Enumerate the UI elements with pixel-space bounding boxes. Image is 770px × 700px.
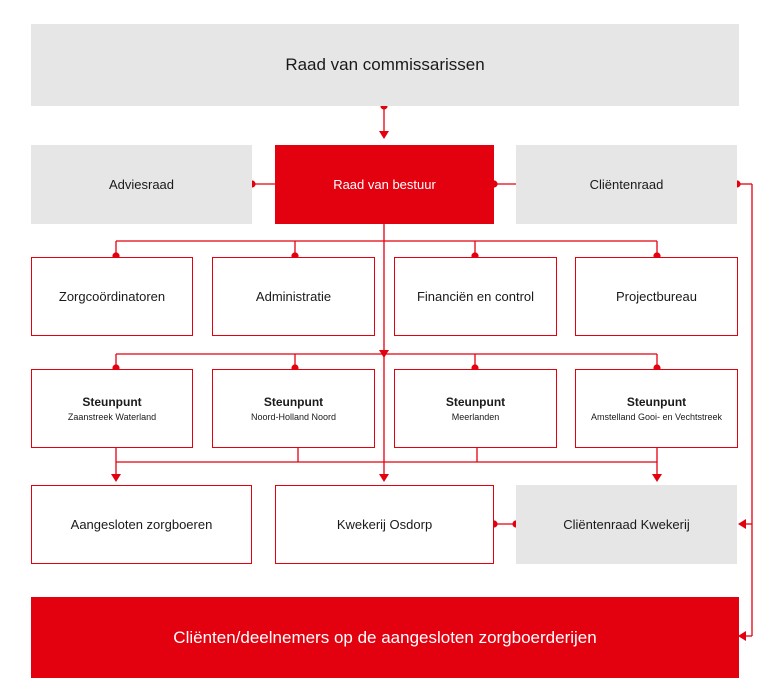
steunpunt-title: Steunpunt xyxy=(445,395,506,409)
box-clientenraad: Cliëntenraad xyxy=(516,145,737,224)
adviesraad-label: Adviesraad xyxy=(108,177,175,192)
steunpunt-title: Steunpunt xyxy=(263,395,324,409)
box-financien-en-control: Financiën en control xyxy=(394,257,557,336)
steunpunt-title: Steunpunt xyxy=(626,395,687,409)
raad-van-bestuur-label: Raad van bestuur xyxy=(333,177,436,192)
box-clienten-deelnemers: Cliënten/deelnemers op de aangesloten zo… xyxy=(31,597,739,678)
box-kwekerij-osdorp: Kwekerij Osdorp xyxy=(275,485,494,564)
steunpunt-subtitle: Noord-Holland Noord xyxy=(250,412,337,422)
projectbureau-label: Projectbureau xyxy=(616,289,697,304)
box-raad-van-commissarissen: Raad van commissarissen xyxy=(31,24,739,106)
box-steunpunt-amstelland: Steunpunt Amstelland Gooi- en Vechtstree… xyxy=(575,369,738,448)
aangesloten-zorgboeren-label: Aangesloten zorgboeren xyxy=(70,517,213,532)
clientenraad-kwekerij-label: Cliëntenraad Kwekerij xyxy=(563,517,690,532)
kwekerij-osdorp-label: Kwekerij Osdorp xyxy=(336,517,433,532)
financien-label: Financiën en control xyxy=(416,289,535,304)
steunpunt-subtitle: Meerlanden xyxy=(451,412,500,422)
administratie-label: Administratie xyxy=(255,289,332,304)
box-clientenraad-kwekerij: Cliëntenraad Kwekerij xyxy=(516,485,737,564)
clientenraad-label: Cliëntenraad xyxy=(589,177,664,192)
box-raad-van-bestuur: Raad van bestuur xyxy=(275,145,494,224)
box-aangesloten-zorgboeren: Aangesloten zorgboeren xyxy=(31,485,252,564)
steunpunt-title: Steunpunt xyxy=(82,395,142,409)
box-steunpunt-zaanstreek: Steunpunt Zaanstreek Waterland xyxy=(31,369,193,448)
box-projectbureau: Projectbureau xyxy=(575,257,738,336)
steunpunt-subtitle: Amstelland Gooi- en Vechtstreek xyxy=(590,412,723,422)
box-adviesraad: Adviesraad xyxy=(31,145,252,224)
zorgcoordinatoren-label: Zorgcoördinatoren xyxy=(58,289,166,304)
box-administratie: Administratie xyxy=(212,257,375,336)
box-steunpunt-meerlanden: Steunpunt Meerlanden xyxy=(394,369,557,448)
steunpunt-subtitle: Zaanstreek Waterland xyxy=(67,412,157,422)
box-steunpunt-noord-holland: Steunpunt Noord-Holland Noord xyxy=(212,369,375,448)
raad-van-commissarissen-label: Raad van commissarissen xyxy=(285,55,485,74)
clienten-deelnemers-label: Cliënten/deelnemers op de aangesloten zo… xyxy=(173,627,597,647)
box-zorgcoordinatoren: Zorgcoördinatoren xyxy=(31,257,193,336)
